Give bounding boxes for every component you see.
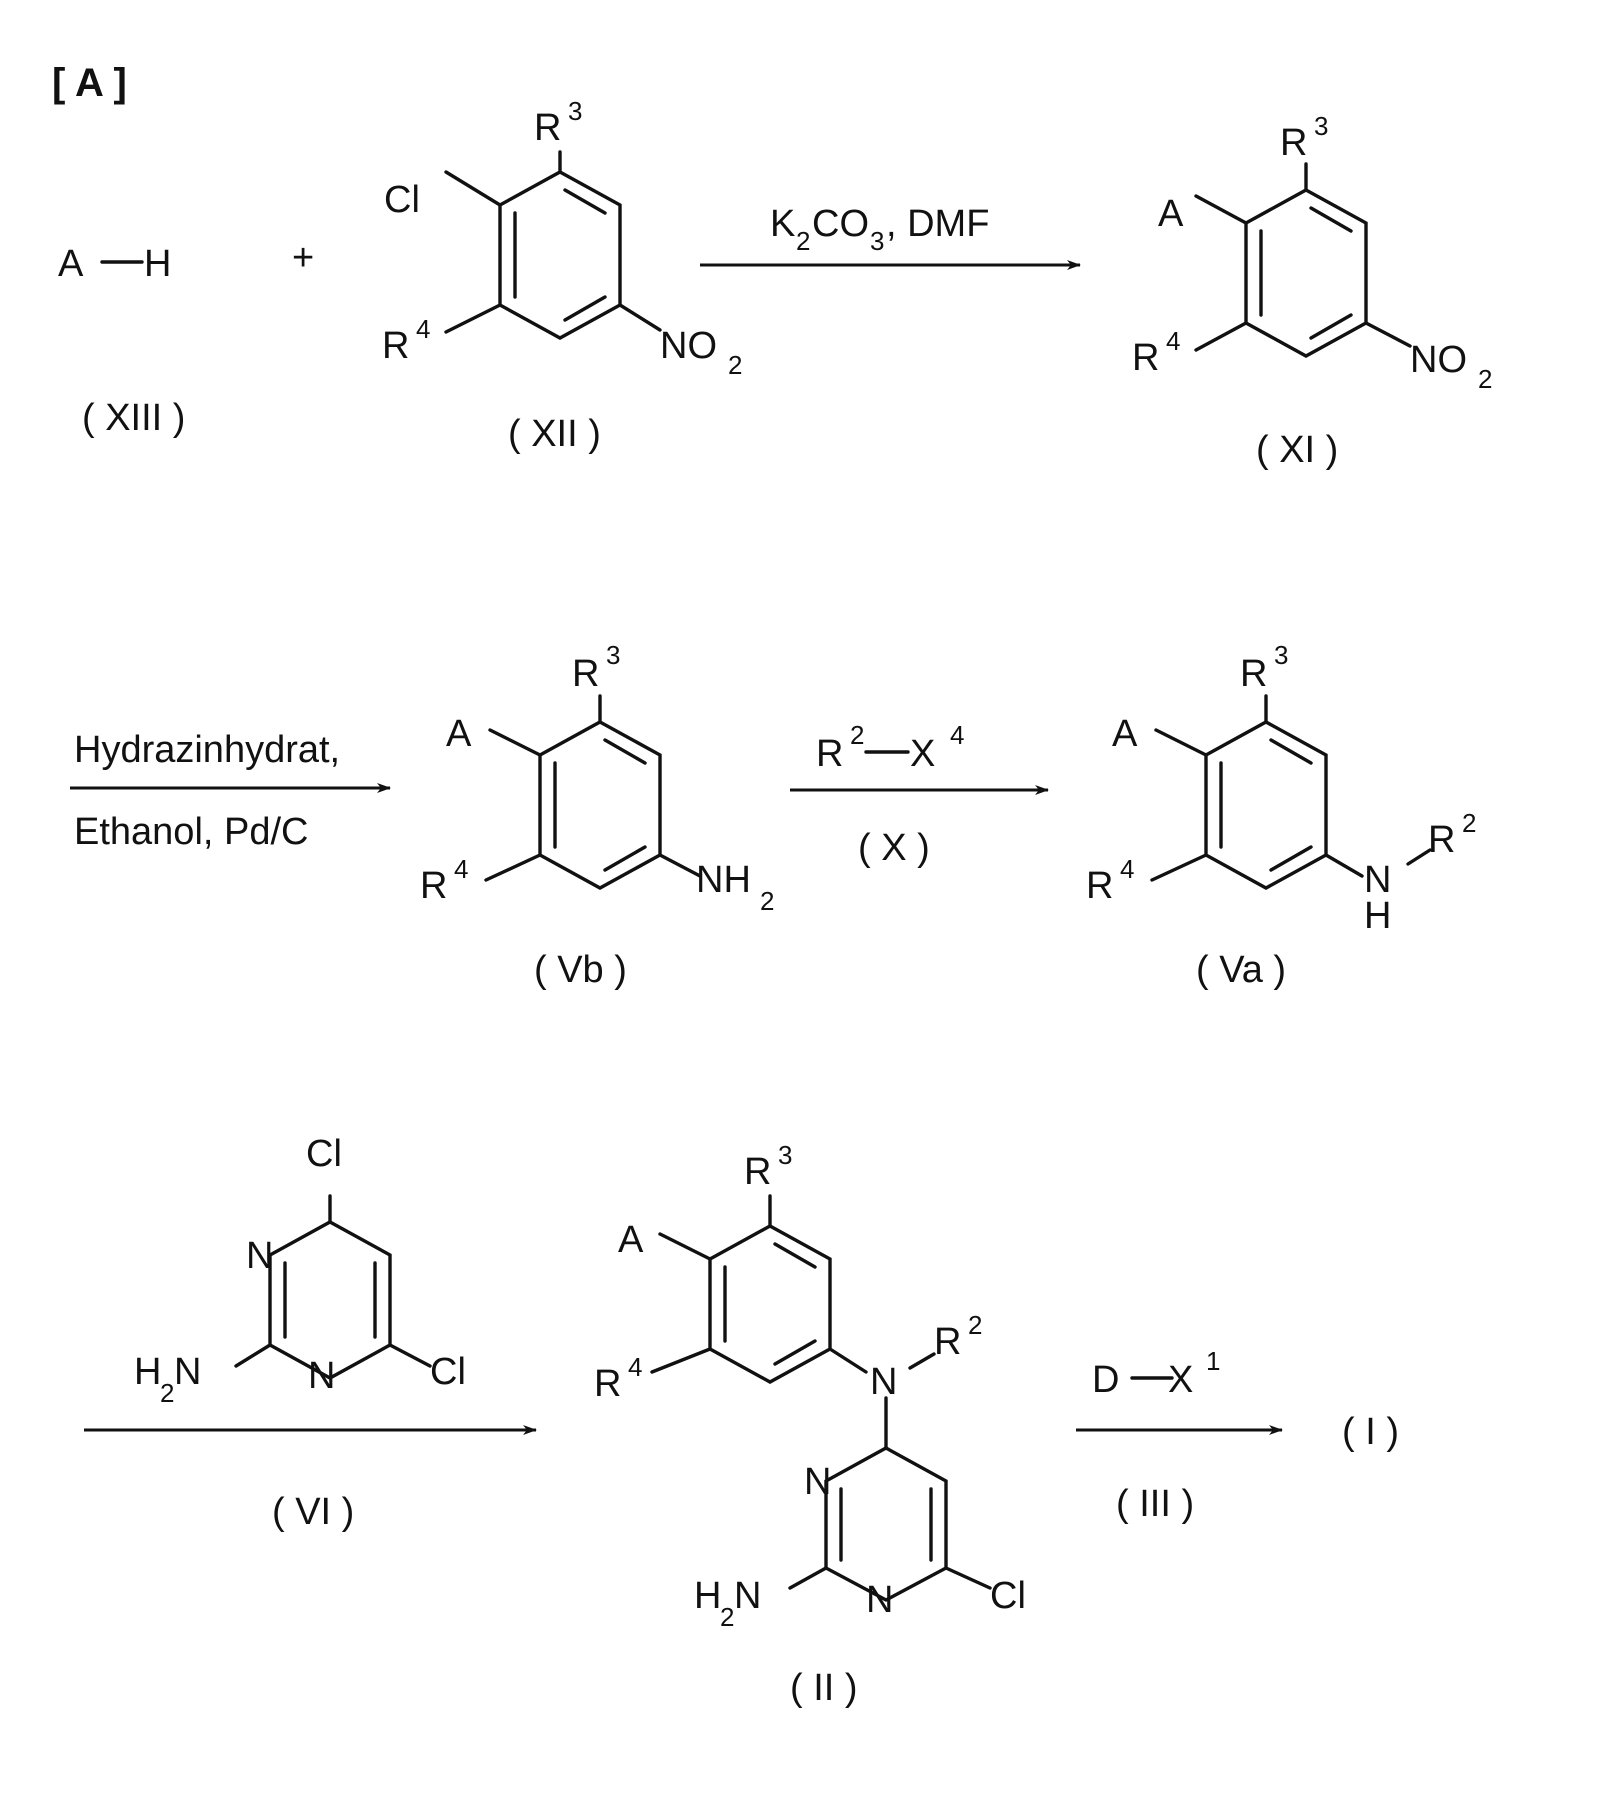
reagent-x1: X [1168, 1359, 1193, 1401]
compound-label-iii: ( III ) [1116, 1483, 1194, 1525]
svg-text:2: 2 [720, 1602, 734, 1632]
substituent-r4: R [420, 865, 447, 907]
compound-label-xiii: ( XIII ) [82, 397, 185, 439]
benzene-ring [540, 722, 660, 888]
reaction-arrow-3: R 2 X 4 ( X ) [790, 720, 1048, 869]
reagent-x4: X [910, 733, 935, 775]
svg-text:3: 3 [568, 96, 582, 126]
substituent-h2n: H [694, 1575, 721, 1617]
substituent-r4: R [594, 1363, 621, 1405]
reaction-arrow-2: Hydrazinhydrat, Ethanol, Pd/C [70, 729, 390, 853]
svg-text:4: 4 [1120, 854, 1134, 884]
substituent-cl: Cl [384, 179, 420, 221]
compound-label-i: ( I ) [1342, 1411, 1399, 1453]
reagent-r2: R [816, 733, 843, 775]
svg-text:4: 4 [628, 1352, 642, 1382]
benzene-ring [1246, 190, 1366, 356]
svg-text:N: N [174, 1351, 201, 1393]
reaction-arrow-1: K 2 CO 3 , DMF [700, 203, 1080, 265]
substituent-a: A [618, 1219, 644, 1261]
compound-label-va: ( Va ) [1196, 949, 1286, 991]
compound-xii: R 3 Cl R 4 NO 2 ( XII ) [382, 96, 742, 455]
svg-text:1: 1 [1206, 1346, 1220, 1376]
svg-text:2: 2 [160, 1378, 174, 1408]
substituent-nh2: NH [696, 859, 751, 901]
substituent-cl: Cl [990, 1575, 1026, 1617]
svg-text:Hydrazinhydrat,: Hydrazinhydrat, [74, 729, 340, 771]
substituent-r3: R [1280, 122, 1307, 164]
substituent-cl: Cl [306, 1133, 342, 1175]
substituent-r4: R [382, 325, 409, 367]
svg-text:2: 2 [760, 886, 774, 916]
svg-text:3: 3 [778, 1140, 792, 1170]
substituent-r3: R [572, 653, 599, 695]
svg-text:, DMF: , DMF [886, 203, 989, 245]
ring-n: N [308, 1355, 335, 1397]
pyrimidine-ring [826, 1448, 946, 1600]
reagent-vi: Cl N N Cl H 2 N [134, 1133, 466, 1408]
svg-text:A: A [58, 243, 84, 285]
svg-text:2: 2 [1462, 808, 1476, 838]
reagent-d: D [1092, 1359, 1119, 1401]
ring-n: N [866, 1579, 893, 1621]
benzene-ring [710, 1226, 830, 1382]
svg-text:Ethanol, Pd/C: Ethanol, Pd/C [74, 811, 308, 853]
svg-text:3: 3 [606, 640, 620, 670]
compound-label-vi: ( VI ) [272, 1491, 354, 1533]
compound-xiii: A H ( XIII ) [58, 243, 185, 439]
svg-text:2: 2 [796, 226, 810, 256]
svg-text:2: 2 [1478, 364, 1492, 394]
svg-text:2: 2 [850, 720, 864, 750]
substituent-no2: NO [1410, 339, 1467, 381]
compound-label-xii: ( XII ) [508, 413, 601, 455]
substituent-a: A [1112, 713, 1138, 755]
benzene-ring [500, 172, 620, 338]
ring-n: N [246, 1235, 273, 1277]
compound-label-ii: ( II ) [790, 1667, 858, 1709]
compound-xi: R 3 A R 4 NO 2 ( XI ) [1132, 111, 1492, 471]
compound-ii: R 3 A R 4 N R 2 N N Cl H 2 N ( II ) [594, 1140, 1026, 1709]
substituent-no2: NO [660, 325, 717, 367]
svg-text:2: 2 [728, 350, 742, 380]
svg-text:N: N [734, 1575, 761, 1617]
substituent-a: A [1158, 193, 1184, 235]
plus-sign: + [292, 237, 314, 279]
svg-text:CO: CO [812, 203, 869, 245]
reaction-arrow-5: D X 1 ( III ) [1076, 1346, 1282, 1525]
substituent-a: A [446, 713, 472, 755]
compound-label-xi: ( XI ) [1256, 429, 1338, 471]
amine-h: H [1364, 895, 1391, 937]
svg-text:3: 3 [1274, 640, 1288, 670]
substituent-r2: R [1428, 819, 1455, 861]
svg-text:K: K [770, 203, 795, 245]
compound-vb: R 3 A R 4 NH 2 ( Vb ) [420, 640, 774, 991]
svg-text:2: 2 [968, 1310, 982, 1340]
svg-text:4: 4 [416, 314, 430, 344]
svg-text:H: H [144, 243, 171, 285]
scheme-label: [ A ] [52, 61, 127, 105]
substituent-r3: R [534, 107, 561, 149]
substituent-r3: R [744, 1151, 771, 1193]
substituent-cl: Cl [430, 1351, 466, 1393]
svg-text:3: 3 [870, 226, 884, 256]
reaction-arrow-4: ( VI ) [84, 1430, 536, 1533]
substituent-r4: R [1132, 337, 1159, 379]
amine-n: N [870, 1361, 897, 1403]
svg-text:4: 4 [1166, 326, 1180, 356]
svg-text:4: 4 [950, 720, 964, 750]
svg-text:3: 3 [1314, 111, 1328, 141]
substituent-r4: R [1086, 865, 1113, 907]
compound-label-vb: ( Vb ) [534, 949, 627, 991]
ring-n: N [804, 1461, 831, 1503]
substituent-h2n: H [134, 1351, 161, 1393]
compound-label-x: ( X ) [858, 827, 930, 869]
substituent-r3: R [1240, 653, 1267, 695]
benzene-ring [1206, 722, 1326, 888]
substituent-r2: R [934, 1321, 961, 1363]
compound-va: R 3 A R 4 N H R 2 ( Va ) [1086, 640, 1476, 991]
svg-text:4: 4 [454, 854, 468, 884]
